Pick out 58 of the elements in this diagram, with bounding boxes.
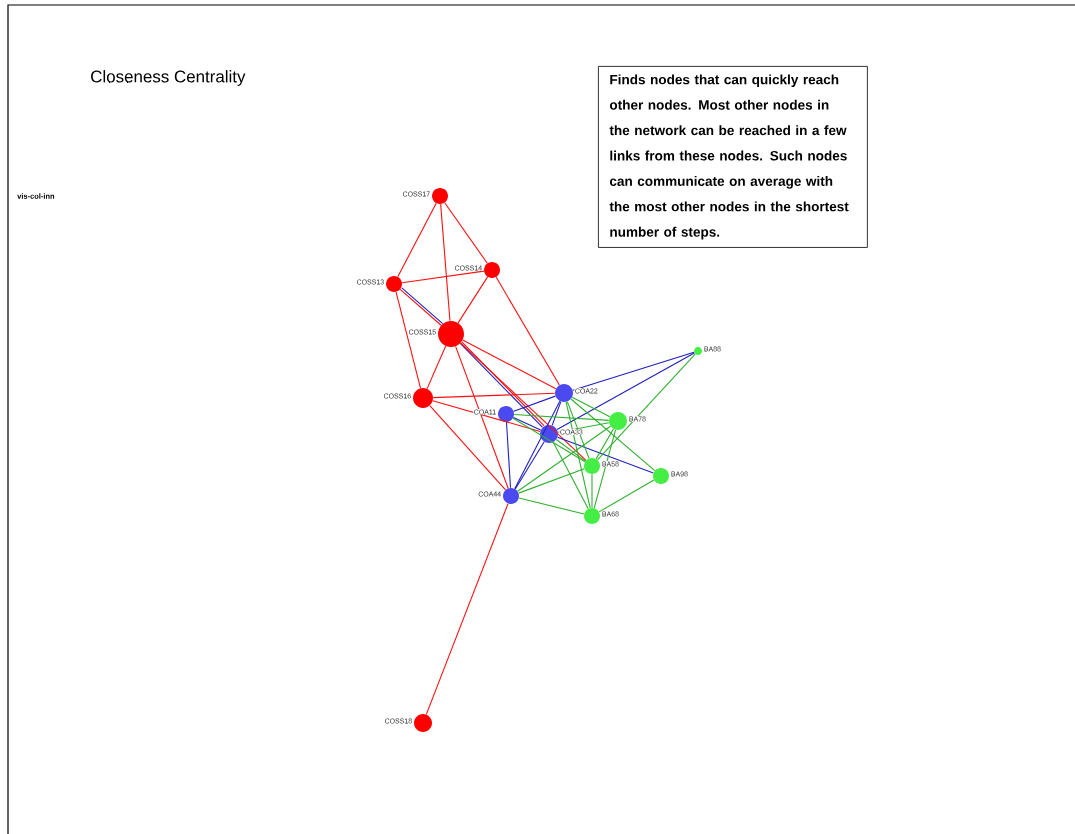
- network-link: [557, 422, 610, 433]
- network-link: [429, 405, 507, 491]
- network-link: [455, 345, 509, 489]
- network-link: [595, 428, 614, 460]
- network-node: [653, 468, 669, 484]
- network-link: [565, 401, 591, 509]
- network-link: [513, 395, 556, 412]
- network-link: [426, 345, 447, 390]
- network-link: [597, 353, 696, 461]
- network-link: [518, 497, 585, 515]
- network-node: [609, 412, 627, 430]
- network-node: [484, 262, 500, 278]
- network-link: [432, 392, 556, 399]
- network-link: [395, 291, 422, 389]
- network-node: [498, 406, 514, 422]
- network-link: [570, 398, 656, 472]
- network-link: [513, 413, 610, 421]
- network-link: [572, 351, 695, 391]
- network-node: [386, 276, 402, 292]
- network-node: [584, 508, 600, 524]
- network-node: [414, 714, 432, 732]
- network-link: [566, 401, 590, 459]
- network-link: [401, 270, 485, 284]
- network-node: [584, 458, 600, 474]
- network-link: [512, 417, 586, 463]
- text-box: Finds nodes that can quickly reach other nodes. Most other nodes in the network can be reached in a few links from these nodes. Such nodes can communicate on average with the most other nodes in the shortest number of steps.: [598, 66, 868, 248]
- network-link: [551, 401, 562, 426]
- network-node: [438, 321, 464, 347]
- network-link: [593, 429, 617, 509]
- network-link: [556, 352, 695, 431]
- network-link: [457, 276, 489, 324]
- network-link: [591, 473, 593, 509]
- network-link: [462, 339, 557, 390]
- network-link: [514, 441, 545, 490]
- network-link: [425, 503, 509, 715]
- title: Closeness Centrality: [91, 70, 246, 86]
- network-link: [552, 441, 589, 510]
- network-link: [432, 400, 541, 432]
- network-node: [432, 188, 448, 204]
- network-link: [518, 468, 585, 494]
- network-node: [503, 488, 519, 504]
- network-link: [440, 203, 451, 322]
- network-link: [397, 202, 437, 278]
- network-link: [598, 479, 655, 513]
- network-link: [571, 396, 611, 418]
- network-link: [517, 425, 611, 492]
- network-link: [505, 421, 512, 489]
- network-link: [495, 276, 560, 386]
- network-link: [555, 438, 586, 462]
- network-node: [555, 384, 573, 402]
- network-link: [444, 202, 488, 264]
- network-link: [514, 400, 561, 490]
- network-node: [694, 347, 702, 355]
- network-link: [512, 416, 542, 431]
- network-link: [460, 342, 587, 461]
- network-node: [540, 425, 558, 443]
- network-link: [557, 436, 654, 474]
- network-node: [413, 388, 433, 408]
